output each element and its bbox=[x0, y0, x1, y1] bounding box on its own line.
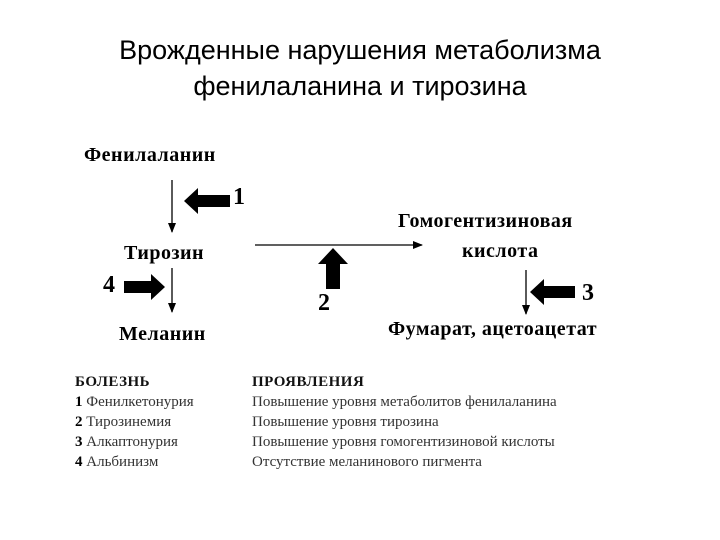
table-row: 2 Тирозинемия Повышение уровня тирозина bbox=[75, 412, 557, 432]
title-line-2: фенилаланина и тирозина bbox=[193, 71, 527, 101]
node-melanin: Меланин bbox=[119, 323, 206, 345]
block-label-1: 1 bbox=[233, 184, 245, 210]
row-number: 4 bbox=[75, 454, 83, 470]
node-homogentisic-line2: кислота bbox=[462, 240, 539, 262]
block-label-3: 3 bbox=[582, 280, 594, 306]
row-number: 1 bbox=[75, 394, 83, 410]
row-number: 2 bbox=[75, 414, 83, 430]
block-arrow-2-icon bbox=[318, 248, 348, 289]
manifestation: Повышение уровня метаболитов фенилаланин… bbox=[252, 394, 557, 410]
disease-name: Алкаптонурия bbox=[86, 434, 178, 450]
disease-table: БОЛЕЗНЬ ПРОЯВЛЕНИЯ 1 Фенилкетонурия Повы… bbox=[75, 372, 557, 472]
manifestation: Повышение уровня тирозина bbox=[252, 414, 439, 430]
header-manifestation: ПРОЯВЛЕНИЯ bbox=[252, 374, 365, 390]
title-line-1: Врожденные нарушения метаболизма bbox=[119, 35, 601, 65]
block-arrow-3-icon bbox=[530, 279, 575, 305]
node-tyrosine: Тирозин bbox=[124, 242, 205, 264]
node-phenylalanine: Фенилаланин bbox=[84, 144, 216, 166]
block-label-4: 4 bbox=[103, 272, 115, 298]
disease-name: Фенилкетонурия bbox=[86, 394, 194, 410]
row-number: 3 bbox=[75, 434, 83, 450]
slide-title: Врожденные нарушения метаболизма фенилал… bbox=[0, 32, 720, 104]
node-homogentisic-line1: Гомогентизиновая bbox=[398, 210, 573, 232]
disease-name: Тирозинемия bbox=[86, 414, 172, 430]
manifestation: Отсутствие меланинового пигмента bbox=[252, 454, 482, 470]
manifestation: Повышение уровня гомогентизиновой кислот… bbox=[252, 434, 555, 450]
node-fumarate-acetoacetate: Фумарат, ацетоацетат bbox=[388, 318, 598, 340]
table-header: БОЛЕЗНЬ ПРОЯВЛЕНИЯ bbox=[75, 372, 557, 392]
table-row: 4 Альбинизм Отсутствие меланинового пигм… bbox=[75, 452, 557, 472]
block-arrow-4-icon bbox=[124, 274, 165, 300]
table-row: 3 Алкаптонурия Повышение уровня гомогент… bbox=[75, 432, 557, 452]
table-row: 1 Фенилкетонурия Повышение уровня метабо… bbox=[75, 392, 557, 412]
disease-name: Альбинизм bbox=[86, 454, 159, 470]
block-label-2: 2 bbox=[318, 290, 330, 316]
block-arrow-1-icon bbox=[184, 188, 230, 214]
header-disease: БОЛЕЗНЬ bbox=[75, 374, 151, 390]
